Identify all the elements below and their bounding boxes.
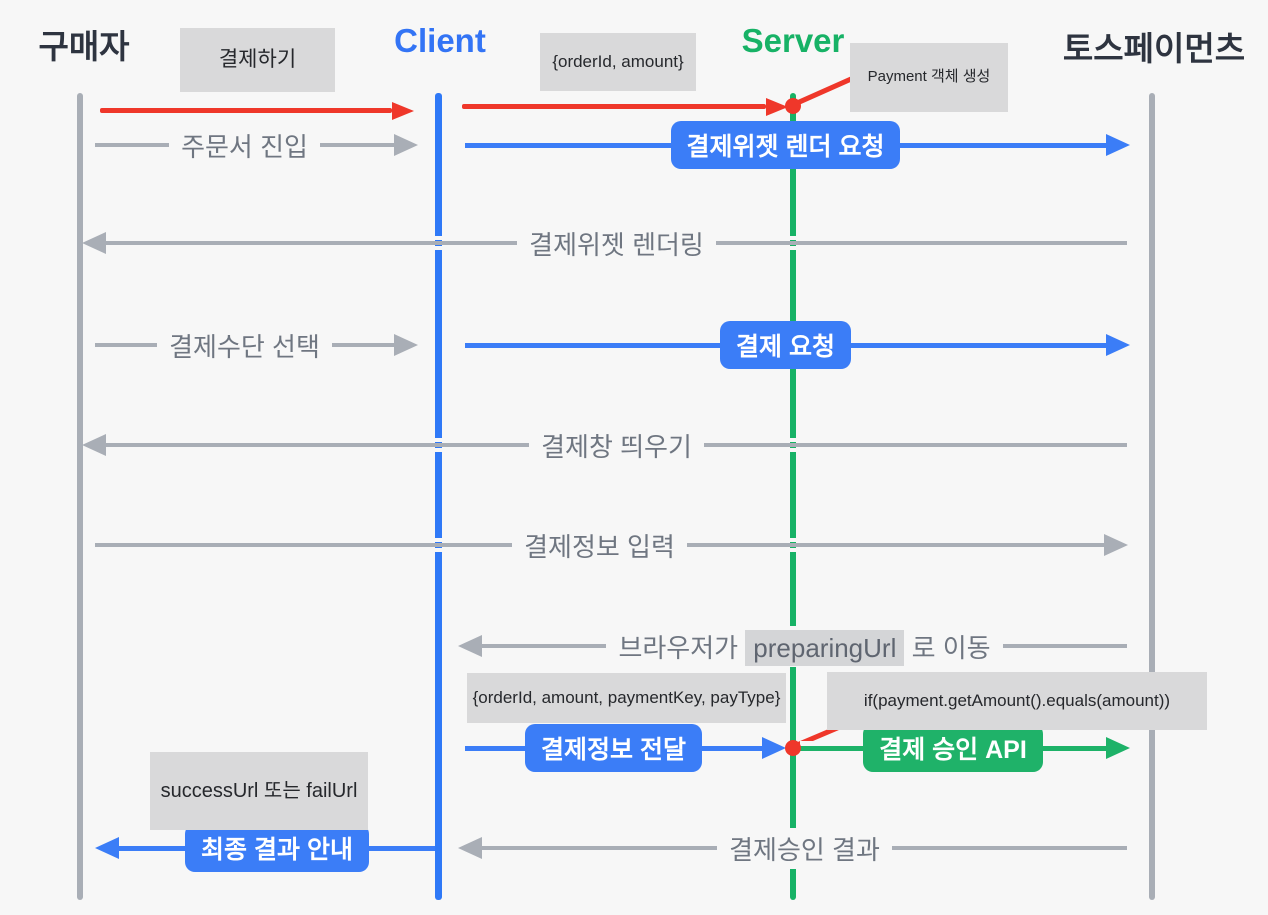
arrow-widget-render-request: 결제위젯 렌더 요청 — [465, 121, 1130, 169]
message-badge: 결제 승인 API — [863, 724, 1043, 772]
note-connector-line — [794, 75, 856, 106]
arrowhead-right-icon — [1104, 534, 1128, 556]
arrow-order-enter: 주문서 진입 — [95, 124, 419, 166]
arrowhead-right-icon — [1106, 334, 1131, 356]
note-confirm-payload: {orderId, amount, paymentKey, payType} — [467, 673, 786, 723]
red-arrowhead-right-icon — [392, 102, 414, 120]
red-arrowhead-right-icon — [766, 98, 788, 116]
message-label: 결제창 띄우기 — [529, 424, 704, 466]
message-badge: 최종 결과 안내 — [185, 824, 369, 872]
arrowhead-left-icon — [82, 434, 106, 456]
message-label: 주문서 진입 — [169, 124, 320, 166]
arrowhead-right-icon — [1106, 134, 1130, 156]
arrowhead-right-icon — [394, 134, 419, 156]
lifeline-toss — [1149, 93, 1155, 900]
red-arrow-client-server — [462, 104, 766, 109]
arrow-payment-request: 결제 요청 — [465, 321, 1131, 369]
arrowhead-right-icon — [762, 737, 787, 759]
message-label: 결제승인 결과 — [717, 827, 892, 869]
note-redirect-urls: successUrl 또는 failUrl — [150, 752, 368, 830]
arrowhead-right-icon — [394, 334, 418, 356]
arrowhead-left-icon — [458, 635, 482, 657]
arrowhead-left-icon — [458, 837, 482, 859]
server-sync-point-dot — [785, 98, 801, 114]
server-sync-point-dot — [785, 740, 801, 756]
note-payment-object: Payment 객체 생성 — [850, 43, 1008, 112]
message-label: 결제정보 입력 — [512, 524, 687, 566]
message-label: 브라우저가 preparingUrl 로 이동 — [606, 625, 1003, 667]
arrow-payment-info-send: 결제정보 전달 — [465, 724, 787, 772]
lifeline-client — [435, 93, 442, 900]
arrow-open-payment-window: 결제창 띄우기 — [82, 424, 1127, 466]
redirect-suffix: 로 이동 — [911, 632, 991, 663]
message-label: 결제위젯 렌더링 — [517, 222, 716, 264]
preparing-url-highlight: preparingUrl — [745, 629, 905, 666]
arrow-payment-info-input: 결제정보 입력 — [95, 524, 1128, 566]
lifeline-buyer — [77, 93, 83, 900]
arrow-method-select: 결제수단 선택 — [95, 324, 418, 366]
actor-server-label: Server — [741, 22, 845, 59]
actor-buyer-label: 구매자 — [38, 28, 130, 65]
arrowhead-left-icon — [82, 232, 106, 254]
message-badge: 결제 요청 — [720, 321, 851, 369]
arrow-final-result: 최종 결과 안내 — [95, 824, 435, 872]
actor-client-label: Client — [394, 22, 486, 59]
arrow-confirm-api: 결제 승인 API — [800, 724, 1131, 772]
arrowhead-left-icon — [95, 837, 119, 859]
message-badge: 결제위젯 렌더 요청 — [670, 121, 901, 169]
message-badge: 결제정보 전달 — [525, 724, 702, 772]
red-arrow-buyer-client — [100, 108, 392, 113]
arrow-confirm-result: 결제승인 결과 — [458, 827, 1127, 869]
actor-toss-label: 토스페이먼츠 — [1062, 30, 1246, 67]
arrowhead-right-icon — [1106, 737, 1131, 759]
message-label: 결제수단 선택 — [157, 324, 332, 366]
arrow-widget-rendering: 결제위젯 렌더링 — [82, 222, 1128, 264]
arrow-browser-redirect: 브라우저가 preparingUrl 로 이동 — [458, 625, 1128, 667]
redirect-prefix: 브라우저가 — [618, 632, 739, 663]
note-order-payload: {orderId, amount} — [540, 33, 696, 91]
lifeline-server — [790, 93, 796, 900]
note-pay-click: 결제하기 — [180, 28, 335, 92]
note-amount-check: if(payment.getAmount().equals(amount)) — [827, 672, 1207, 730]
